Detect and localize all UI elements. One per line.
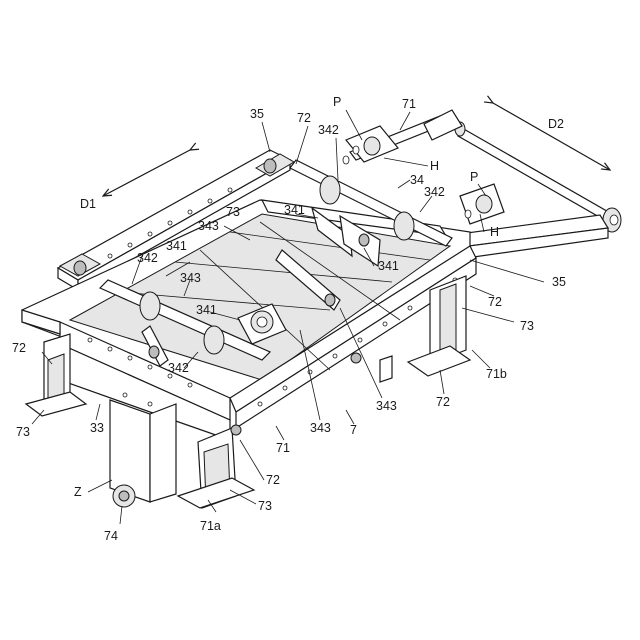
- label-341-left: 341: [166, 239, 187, 253]
- label-35-left: 35: [250, 107, 264, 121]
- label-73-right: 73: [520, 319, 534, 333]
- label-74: 74: [104, 529, 118, 543]
- label-73-left: 73: [16, 425, 30, 439]
- label-341-top: 341: [284, 203, 305, 217]
- label-342-right: 342: [424, 185, 445, 199]
- label-71-bottom: 71: [276, 441, 290, 455]
- label-z: Z: [74, 485, 82, 499]
- label-71b: 71b: [486, 367, 507, 381]
- label-p-top: P: [333, 95, 341, 109]
- label-72-bottom: 72: [266, 473, 280, 487]
- label-342-bottom: 342: [168, 361, 189, 375]
- label-d1: D1: [80, 197, 96, 211]
- label-7: 7: [350, 423, 357, 437]
- label-73-top: 73: [226, 205, 240, 219]
- label-341-right: 341: [378, 259, 399, 273]
- label-343-bottom: 343: [310, 421, 331, 435]
- label-71a: 71a: [200, 519, 221, 533]
- label-35-right: 35: [552, 275, 566, 289]
- label-33: 33: [90, 421, 104, 435]
- label-h-top: H: [430, 159, 439, 173]
- pivot-bracket-top: [343, 126, 398, 164]
- label-d2: D2: [548, 117, 564, 131]
- label-342-left: 342: [137, 251, 158, 265]
- label-h-right: H: [490, 225, 499, 239]
- direction-d1-arrow: [103, 150, 190, 196]
- label-342-top: 342: [318, 123, 339, 137]
- label-72-lower-right: 72: [436, 395, 450, 409]
- label-71-top: 71: [402, 97, 416, 111]
- label-341-bearing: 341: [196, 303, 217, 317]
- label-343-top: 343: [198, 219, 219, 233]
- label-72-right: 72: [488, 295, 502, 309]
- label-343-mid: 343: [180, 271, 201, 285]
- label-72-left: 72: [12, 341, 26, 355]
- label-p-right: P: [470, 170, 478, 184]
- label-34: 34: [410, 173, 424, 187]
- label-72-top: 72: [297, 111, 311, 125]
- label-343-right: 343: [376, 399, 397, 413]
- motor-z: [110, 400, 176, 507]
- leg-71a: [178, 425, 254, 508]
- label-73-bottom: 73: [258, 499, 272, 513]
